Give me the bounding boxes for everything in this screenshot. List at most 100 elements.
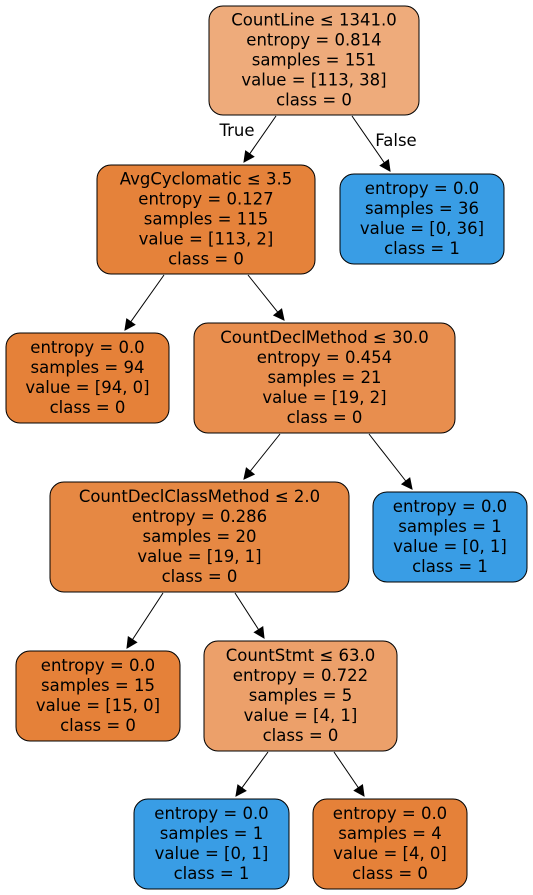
node-box [208,5,420,116]
node-line: value = [113, 2] [139,230,274,249]
node-line: value = [19, 2] [262,388,386,407]
node-line: value = [15, 0] [36,696,160,715]
node-line: entropy = 0.0 [365,179,479,198]
edge-n8-n10 [333,751,365,797]
edge-n1-n4 [247,274,285,321]
edge-line [132,592,164,640]
arrow-head-icon [253,626,265,639]
node-line: samples = 1 [398,517,501,536]
arrow-head-icon [126,636,138,649]
node-line: CountDeclClassMethod ≤ 2.0 [79,487,320,506]
node-line: CountLine ≤ 1341.0 [231,11,396,30]
edge-n0-n2: False [351,115,417,172]
node-line: entropy = 0.0 [30,338,144,357]
node-line: entropy = 0.814 [246,31,381,50]
node-line: class = 1 [384,239,460,258]
node-line: samples = 151 [252,51,376,70]
arrow-head-icon [272,308,285,321]
node-line: AvgCyclomatic ≤ 3.5 [120,170,292,189]
node-box [193,322,456,434]
node-line: samples = 94 [31,358,145,377]
node-line: samples = 20 [143,527,257,546]
node-line: class = 1 [174,864,250,883]
node-line: value = [4, 1] [244,706,358,725]
node-line: class = 0 [263,726,339,745]
node-line: entropy = 0.722 [233,666,368,685]
node-line: entropy = 0.0 [333,804,447,823]
edge-line [249,433,281,472]
edge-line [247,274,279,313]
node-line: value = [19, 1] [137,547,261,566]
node-line: entropy = 0.0 [41,656,155,675]
node-line: CountDeclMethod ≤ 30.0 [220,328,428,347]
node-line: entropy = 0.0 [393,497,507,516]
node-box [339,173,505,265]
node-line: samples = 21 [268,368,382,387]
node-line: samples = 4 [338,824,441,843]
arrow-head-icon [243,150,255,163]
node-line: entropy = 0.286 [132,507,267,526]
arrow-head-icon [379,159,391,172]
node-box [15,650,181,742]
node-line: value = [0, 1] [155,844,269,863]
node-line: samples = 1 [160,824,263,843]
arrow-head-icon [353,784,365,797]
node-line: class = 0 [168,250,244,269]
node-box [96,164,316,275]
node-box [49,481,350,593]
edge-n0-n1: True [218,115,277,163]
edge-line [241,751,269,789]
node-line: class = 0 [352,864,428,883]
node-line: class = 0 [60,716,136,735]
arrow-head-icon [243,467,256,480]
node-line: entropy = 0.127 [138,190,273,209]
node-line: samples = 36 [365,199,479,218]
node-line: entropy = 0.454 [257,348,392,367]
node-box [133,798,290,890]
arrow-head-icon [235,784,247,797]
node-box [203,640,398,752]
node-line: value = [4, 0] [333,844,447,863]
node-line: value = [94, 0] [25,378,149,397]
edge-label-false: False [375,131,416,150]
node-box [372,491,528,583]
node-line: class = 1 [412,557,488,576]
edge-line [234,592,260,630]
node-box [5,332,170,424]
node-line: entropy = 0.0 [154,804,268,823]
node-line: samples = 115 [144,210,268,229]
node-line: class = 0 [50,398,126,417]
edge-line [368,433,407,482]
node-box [312,798,468,890]
node-line: value = [0, 1] [393,537,507,556]
edge-n4-n6 [368,433,413,490]
edge-label-true: True [218,121,254,140]
node-line: class = 0 [287,408,363,427]
edge-line [351,115,385,164]
arrow-head-icon [400,477,413,490]
edge-line [333,751,359,789]
edge-n5-n7 [126,592,164,649]
node-line: samples = 15 [41,676,155,695]
edge-line [130,274,165,323]
node-line: class = 0 [162,567,238,586]
node-line: value = [0, 36] [360,219,484,238]
node-line: class = 0 [276,91,352,110]
arrow-head-icon [124,318,136,331]
edge-n5-n8 [234,592,265,639]
edge-line [249,115,277,155]
node-line: value = [113, 38] [241,71,386,90]
node-line: samples = 5 [249,686,352,705]
edge-n1-n3 [124,274,165,331]
